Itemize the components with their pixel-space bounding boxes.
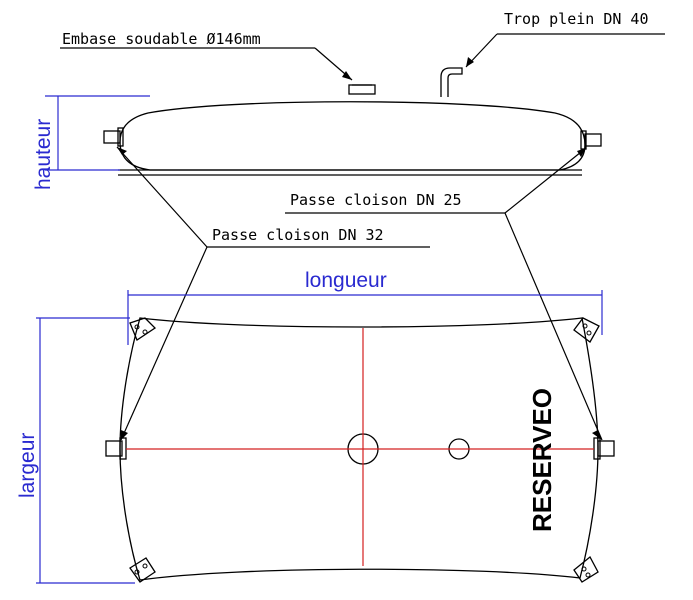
hauteur-dimension <box>45 95 150 171</box>
passe-25-label: Passe cloison DN 25 <box>290 191 462 209</box>
side-view-left-fitting <box>103 130 121 144</box>
top-view-right-fitting <box>597 440 615 457</box>
corner-bracket-bottom-left <box>129 557 156 583</box>
corner-bracket-top-left <box>129 317 157 341</box>
bolt-hole <box>585 572 591 578</box>
trop-plein-arrowhead <box>466 57 474 67</box>
side-view-embase <box>348 84 376 95</box>
bolt-hole <box>134 569 140 575</box>
passe-32-leader-bottom <box>120 246 208 441</box>
trop-plein-label: Trop plein DN 40 <box>504 10 649 28</box>
corner-bolts <box>134 323 592 578</box>
center-axes <box>126 328 594 566</box>
longueur-dimension <box>127 290 603 345</box>
leader-arrowheads <box>117 57 602 440</box>
bolt-hole <box>586 330 592 336</box>
passe-32-leader-top <box>116 146 208 248</box>
largeur-dimension <box>36 317 135 584</box>
bolt-hole <box>142 329 148 335</box>
side-view-right-fitting <box>584 133 602 147</box>
bolt-hole <box>582 323 588 329</box>
brand-logo: RESERVEO <box>527 388 557 532</box>
hauteur-label: hauteur <box>32 119 55 190</box>
longueur-label: longueur <box>305 269 387 292</box>
corner-bracket-bottom-right <box>573 555 599 583</box>
top-view-left-fitting <box>105 440 123 457</box>
passe-32-label: Passe cloison DN 32 <box>212 226 384 244</box>
passe-25-leader-bottom <box>504 212 603 441</box>
passe-25-arrowhead-top <box>577 148 586 157</box>
largeur-label: largeur <box>16 433 39 498</box>
corner-bracket-top-right <box>573 317 600 343</box>
side-view <box>103 67 602 176</box>
embase-arrowhead <box>342 71 352 80</box>
side-view-tank-body <box>119 101 586 171</box>
passe-25-leader-top <box>504 147 587 214</box>
bolt-hole <box>142 563 148 569</box>
side-view-left-fitting-flange <box>117 127 124 147</box>
bolt-hole <box>581 566 587 572</box>
bolt-hole <box>134 324 140 330</box>
passe-32-arrowhead-top <box>117 147 127 155</box>
embase-label: Embase soudable Ø146mm <box>62 30 261 48</box>
side-view-overflow-pipe <box>440 67 463 97</box>
